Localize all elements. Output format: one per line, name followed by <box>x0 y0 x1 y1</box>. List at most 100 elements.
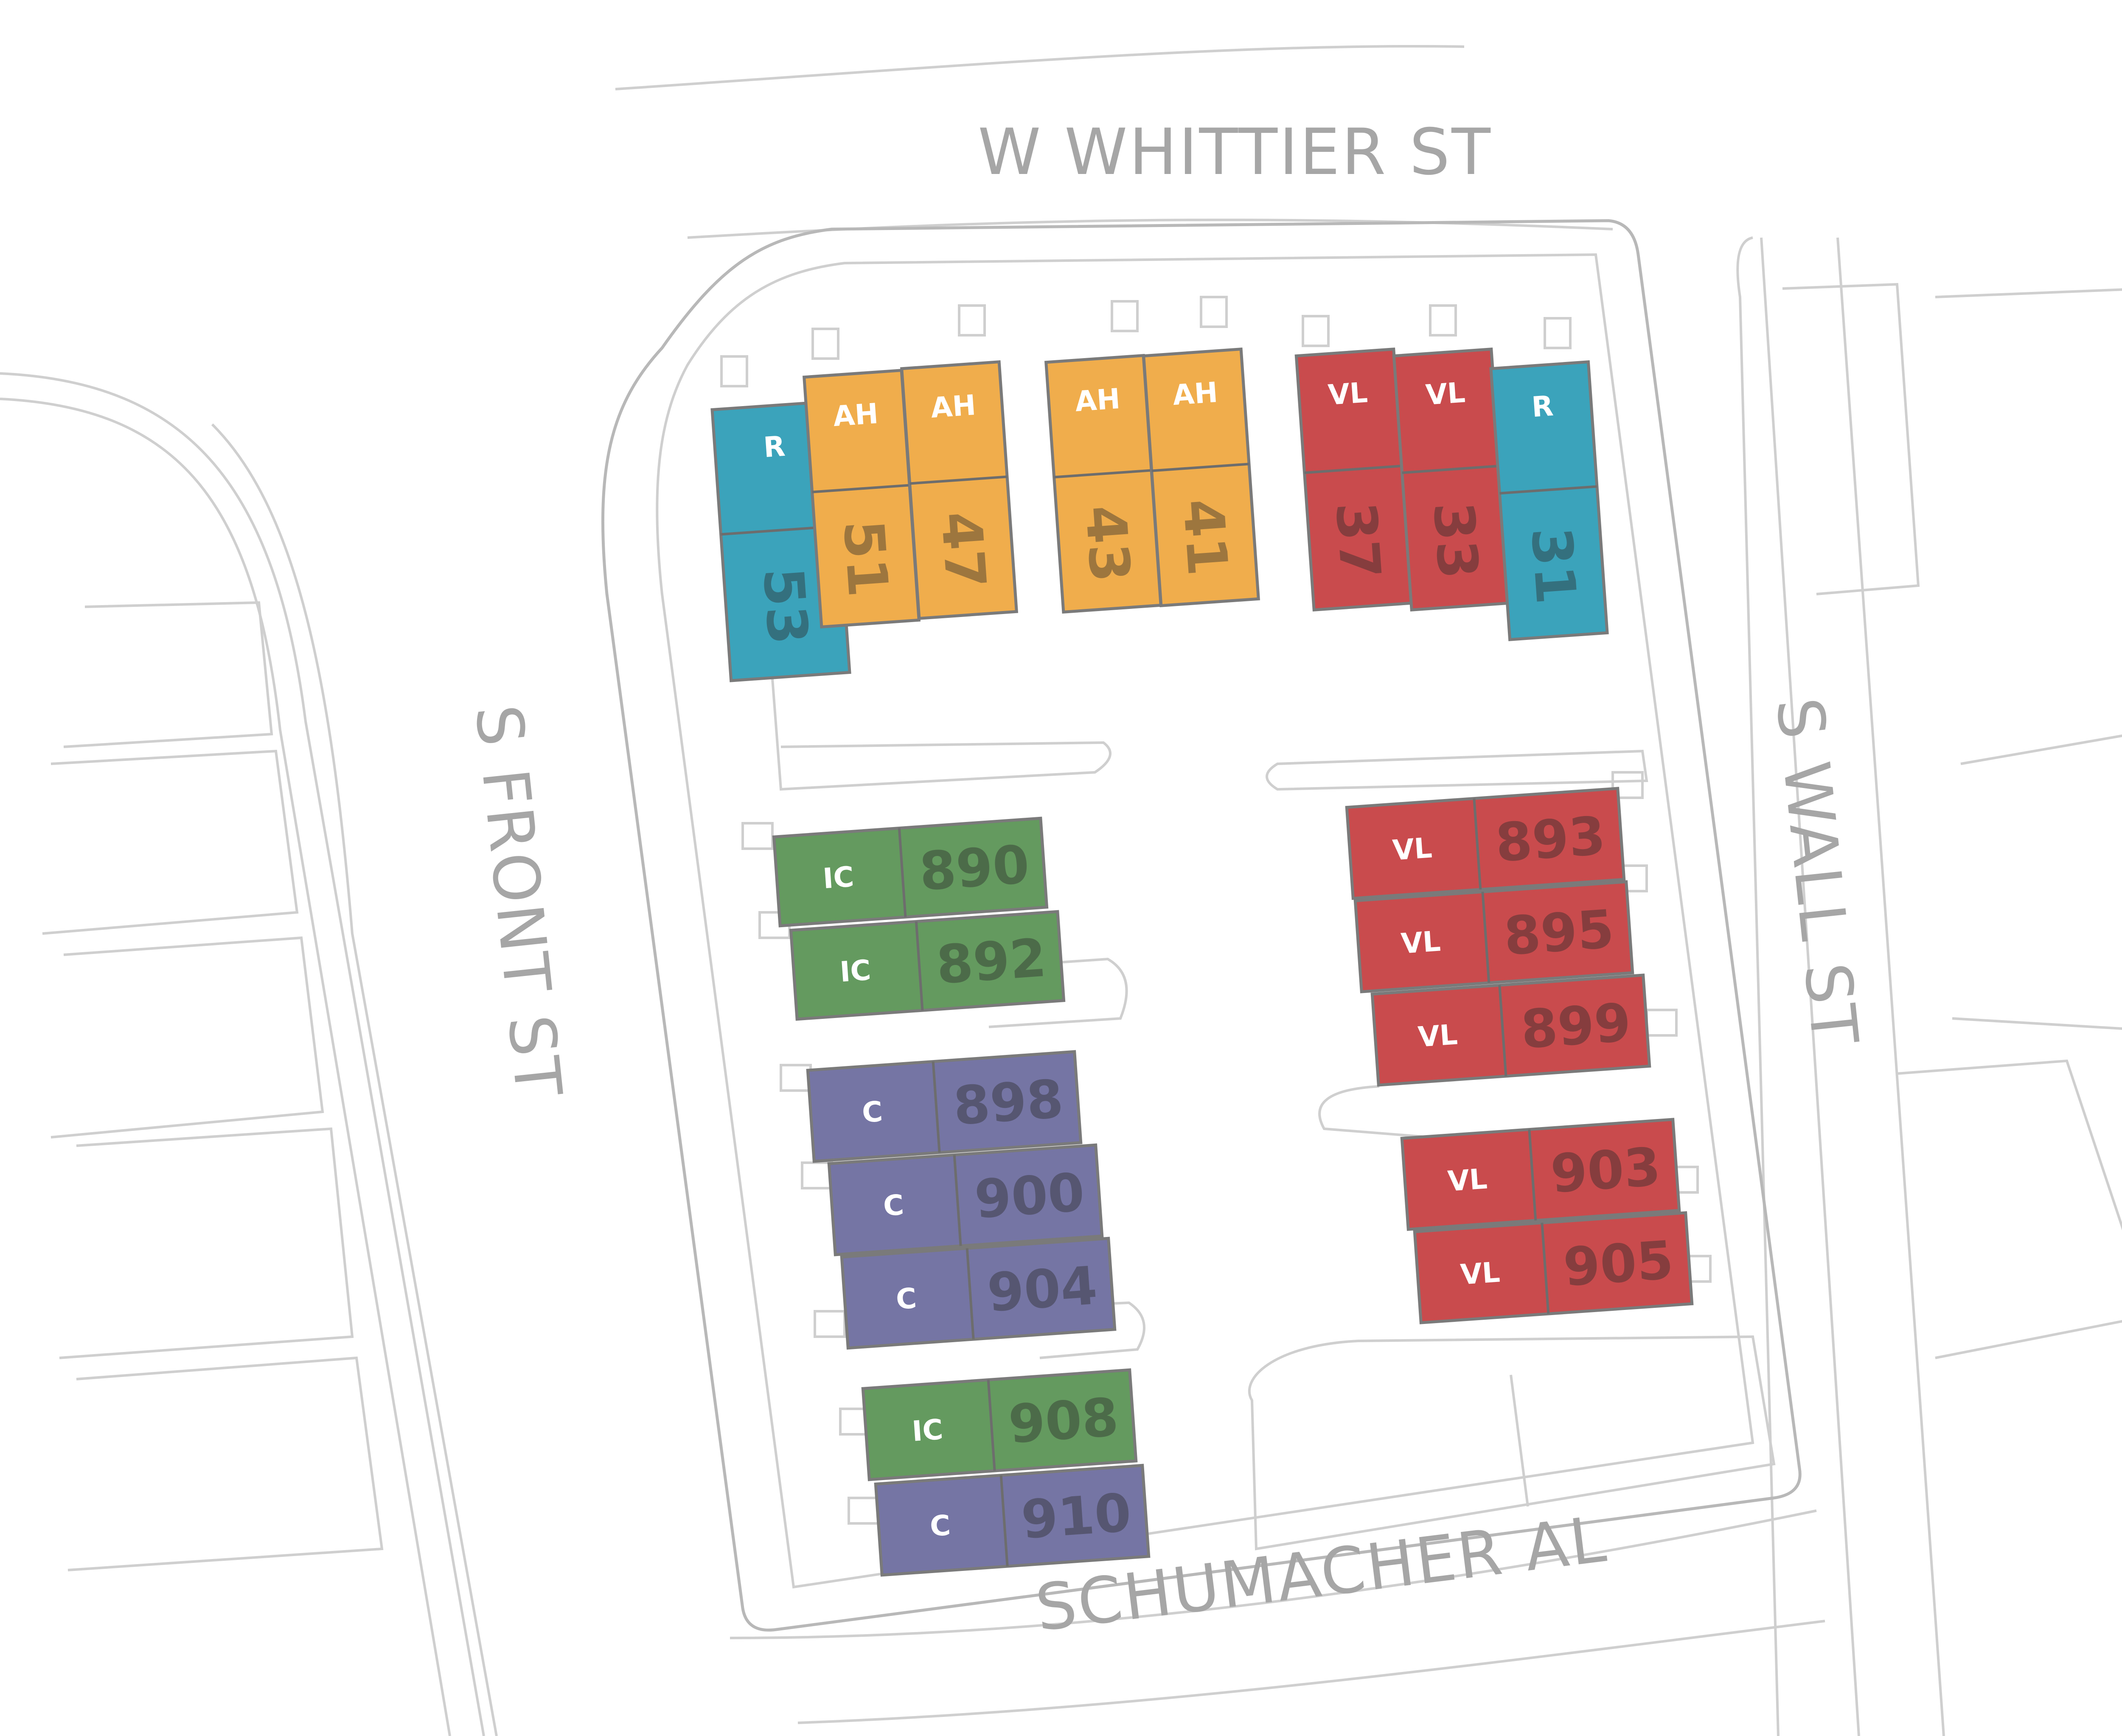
unit-divider <box>1473 798 1482 890</box>
stair-details <box>720 296 1712 1525</box>
unit-divider <box>966 1248 975 1340</box>
unit-type-label: AH <box>930 389 977 424</box>
unit-divider <box>915 921 924 1011</box>
unit-51[interactable]: AH 51 <box>802 368 921 629</box>
unit-divider <box>1481 892 1490 983</box>
unit-block <box>1353 880 1634 993</box>
unit-910[interactable]: C 910 <box>874 1464 1151 1577</box>
unit-number: 33 <box>1421 500 1490 581</box>
unit-block <box>840 1237 1117 1350</box>
unit-number: 905 <box>1561 1230 1675 1298</box>
unit-block <box>1413 1211 1694 1324</box>
unit-31[interactable]: R 31 <box>1489 360 1609 641</box>
unit-type-label: AH <box>832 397 879 433</box>
unit-895[interactable]: VL 895 <box>1353 880 1634 993</box>
unit-type-label: VL <box>1327 376 1369 411</box>
unit-divider <box>812 484 910 494</box>
unit-number: 908 <box>1007 1387 1120 1456</box>
unit-number: 51 <box>831 518 901 599</box>
unit-903[interactable]: VL 903 <box>1400 1118 1681 1231</box>
unit-block <box>1370 973 1651 1087</box>
unit-number: 890 <box>918 834 1031 903</box>
unit-divider <box>1151 463 1249 472</box>
unit-number: 904 <box>985 1255 1099 1324</box>
unit-33[interactable]: VL 33 <box>1392 347 1511 612</box>
unit-899[interactable]: VL 899 <box>1370 973 1651 1087</box>
street-label-east: S WALL ST <box>1762 694 1872 1049</box>
unit-number: 37 <box>1323 500 1393 581</box>
unit-block <box>1345 787 1626 900</box>
unit-type-label: C <box>895 1282 918 1316</box>
unit-type-label: AH <box>1172 376 1219 412</box>
unit-divider <box>1541 1223 1550 1314</box>
unit-number: 41 <box>1170 497 1240 578</box>
unit-number: 47 <box>929 510 998 591</box>
unit-block <box>1400 1118 1681 1231</box>
unit-890[interactable]: IC 890 <box>772 816 1049 928</box>
unit-number: 903 <box>1549 1136 1662 1205</box>
street-label-north: W WHITTIER ST <box>978 115 1492 189</box>
unit-892[interactable]: IC 892 <box>789 910 1066 1021</box>
unit-900[interactable]: C 900 <box>827 1143 1104 1256</box>
unit-number: 893 <box>1493 805 1607 874</box>
unit-908[interactable]: IC 908 <box>861 1368 1138 1481</box>
unit-block <box>1142 347 1260 608</box>
unit-block <box>900 360 1019 620</box>
unit-block <box>772 816 1049 928</box>
unit-divider <box>1528 1129 1537 1221</box>
unit-number: 31 <box>1519 525 1589 606</box>
unit-number: 892 <box>935 928 1048 996</box>
unit-47[interactable]: AH 47 <box>900 360 1019 620</box>
unit-893[interactable]: VL 893 <box>1345 787 1626 900</box>
unit-divider <box>1498 985 1507 1077</box>
unit-divider <box>953 1155 962 1246</box>
unit-divider <box>932 1061 941 1153</box>
street-label-west: S FRONT ST <box>461 701 575 1102</box>
unit-type-label: C <box>929 1509 952 1543</box>
unit-type-label: VL <box>1447 1162 1488 1198</box>
unit-type-label: IC <box>822 860 855 895</box>
unit-divider <box>1304 465 1402 474</box>
unit-divider <box>909 475 1008 485</box>
unit-divider <box>987 1380 996 1471</box>
unit-type-label: C <box>882 1189 905 1223</box>
unit-37[interactable]: VL 37 <box>1294 347 1413 612</box>
unit-type-label: VL <box>1417 1018 1459 1053</box>
unit-type-label: IC <box>839 954 872 988</box>
unit-type-label: VL <box>1400 925 1442 960</box>
unit-41[interactable]: AH 41 <box>1142 347 1260 608</box>
unit-block <box>874 1464 1151 1577</box>
unit-block <box>806 1050 1083 1163</box>
unit-number: 900 <box>973 1162 1086 1231</box>
unit-type-label: VL <box>1392 831 1433 867</box>
unit-number: 898 <box>952 1069 1065 1137</box>
unit-904[interactable]: C 904 <box>840 1237 1117 1350</box>
unit-block <box>1489 360 1609 641</box>
unit-divider <box>1054 469 1152 479</box>
unit-type-label: R <box>762 430 786 464</box>
unit-divider <box>1499 485 1597 495</box>
unit-divider <box>1402 465 1500 474</box>
unit-divider <box>898 828 907 917</box>
unit-number: 910 <box>1019 1482 1133 1551</box>
unit-number: 53 <box>751 566 820 647</box>
unit-divider <box>999 1475 1009 1567</box>
unit-898[interactable]: C 898 <box>806 1050 1083 1163</box>
unit-block <box>861 1368 1138 1481</box>
unit-block <box>827 1143 1104 1256</box>
unit-number: 43 <box>1073 503 1142 584</box>
unit-block <box>789 910 1066 1021</box>
unit-43[interactable]: AH 43 <box>1044 353 1163 614</box>
unit-type-label: AH <box>1074 382 1121 418</box>
unit-type-label: R <box>1530 390 1554 423</box>
unit-number: 895 <box>1502 899 1616 968</box>
unit-type-label: VL <box>1425 376 1466 411</box>
unit-type-label: C <box>861 1095 884 1129</box>
unit-905[interactable]: VL 905 <box>1413 1211 1694 1324</box>
background-linework <box>0 45 2122 1736</box>
unit-number: 899 <box>1519 992 1633 1061</box>
unit-type-label: IC <box>911 1413 944 1448</box>
unit-type-label: VL <box>1460 1256 1501 1291</box>
